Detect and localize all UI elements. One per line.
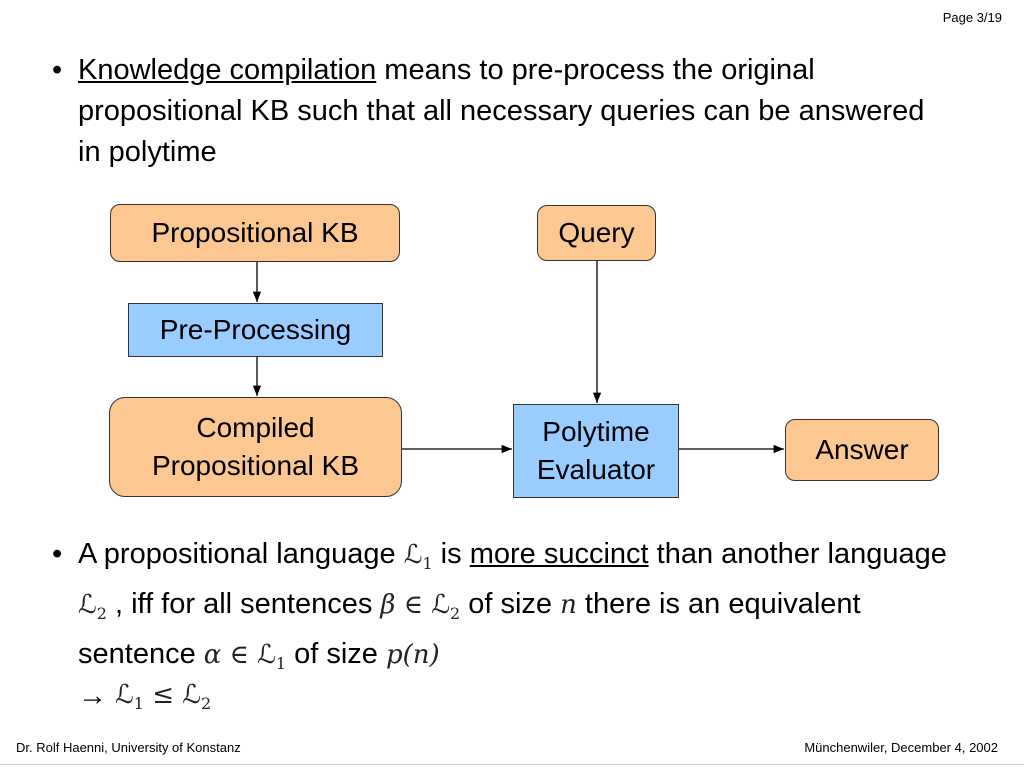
text-segment: than another language — [648, 538, 947, 570]
node-label-line2: Propositional KB — [151, 450, 359, 481]
node-label: Pre-Processing — [159, 314, 352, 345]
node-label-line1: Compiled — [196, 412, 315, 443]
footer-author: Dr. Rolf Haenni, University of Konstanz — [16, 740, 241, 755]
math-l1: ℒ1 — [403, 540, 433, 574]
bullet-knowledge-compilation: • Knowledge compilation means to pre-pro… — [52, 50, 952, 180]
math-l2: ℒ2 — [78, 590, 107, 624]
text-segment: of size — [460, 588, 561, 621]
text-segment: is — [432, 538, 470, 570]
text-segment: , iff for all sentences — [106, 588, 381, 621]
node-label-line1: Polytime — [542, 416, 650, 447]
node-answer: Answer — [785, 419, 939, 481]
node-pre-processing: Pre-Processing — [128, 303, 383, 357]
math-beta-in-l2: β ∈ ℒ2 — [380, 590, 461, 624]
node-propositional-kb: Propositional KB — [110, 204, 400, 262]
text-segment: A propositional language — [78, 538, 404, 570]
text-segment: of size — [286, 638, 386, 671]
implies-arrow: → — [78, 680, 107, 713]
conclusion-line: → ℒ1 ≤ ℒ2 — [78, 680, 211, 713]
node-label-line2: Evaluator — [536, 454, 656, 485]
page-number: Page 3/19 — [942, 10, 1002, 25]
footer-date: Münchenwiler, December 4, 2002 — [804, 740, 998, 755]
bullet-text: A propositional language ℒ1 is more succ… — [78, 534, 982, 685]
term-more-succinct: more succinct — [469, 538, 649, 570]
node-label: Query — [558, 217, 635, 248]
footer-divider — [0, 764, 1024, 765]
bullet-text: Knowledge compilation means to pre-proce… — [78, 50, 952, 173]
math-l1-leq-l2: ℒ1 ≤ ℒ2 — [115, 680, 212, 714]
bullet-succinctness: • A propositional language ℒ1 is more su… — [52, 534, 982, 674]
term-knowledge-compilation: Knowledge compilation — [78, 54, 377, 86]
math-n: n — [560, 590, 577, 621]
bullet1-body: means to pre-process the original propos… — [78, 54, 925, 168]
text-segment: there is an equivalent sentence — [78, 588, 861, 671]
bullet-dot: • — [52, 54, 63, 86]
node-label: Answer — [815, 434, 909, 465]
math-alpha-in-l1: α ∈ ℒ1 — [203, 640, 287, 674]
bullet-dot: • — [52, 538, 63, 570]
node-query: Query — [537, 205, 656, 261]
math-pn: p(n) — [385, 640, 440, 671]
node-label: Propositional KB — [151, 217, 359, 248]
